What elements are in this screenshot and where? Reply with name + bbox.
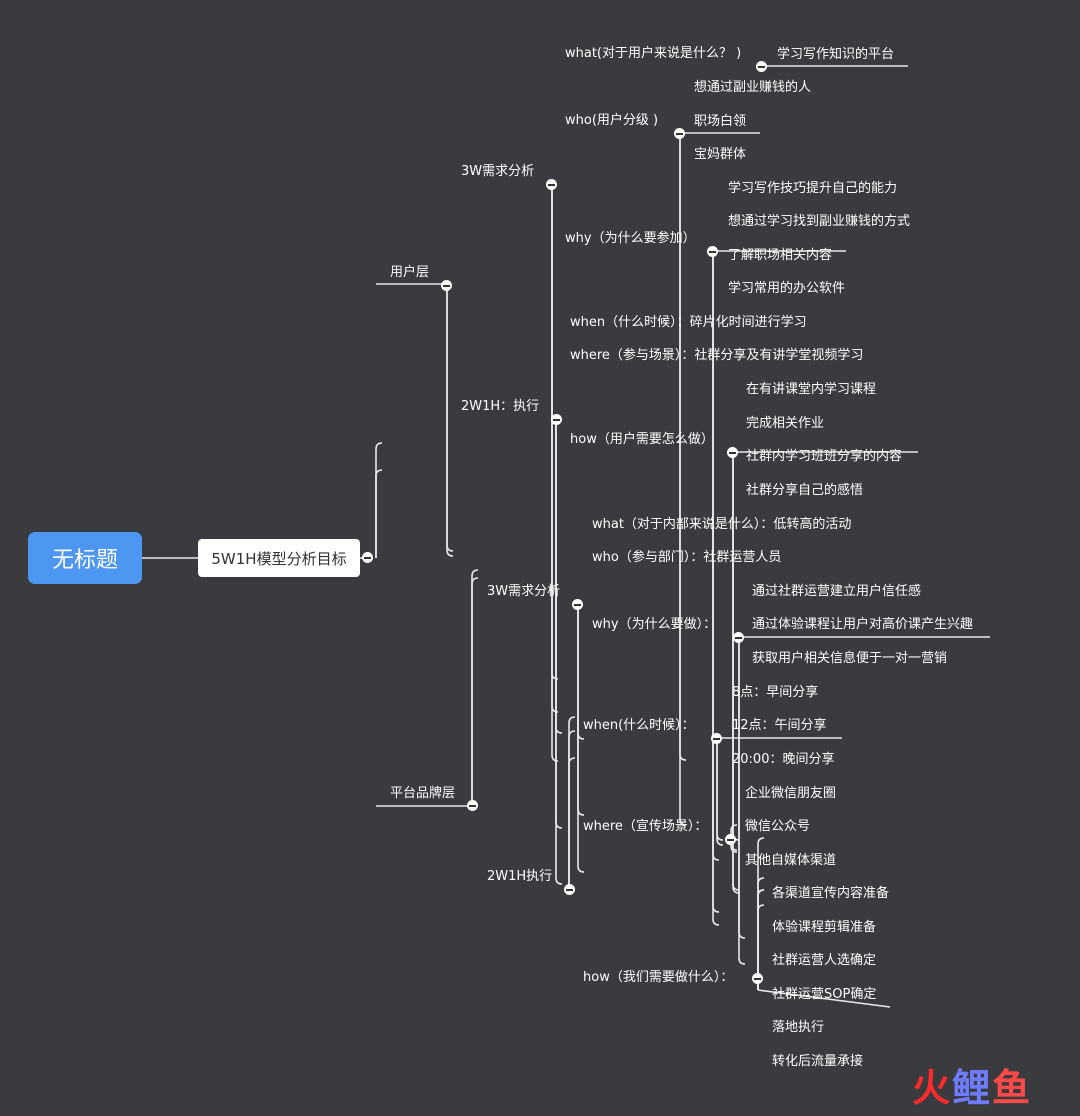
topic-platform-when[interactable]: when(什么时候）： bbox=[583, 718, 695, 733]
connector-line bbox=[732, 452, 740, 841]
topic-platform-why[interactable]: why（为什么要做）： bbox=[592, 617, 717, 632]
collapse-user-what-icon[interactable] bbox=[756, 61, 767, 72]
leaf-platform-why-3[interactable]: 获取用户相关信息便于一对一营销 bbox=[752, 651, 948, 666]
connector-line bbox=[738, 637, 746, 965]
leaf-platform-how-4[interactable]: 社群运营SOP确定 bbox=[772, 987, 877, 1002]
collapse-platform-how-icon[interactable] bbox=[752, 973, 763, 984]
connector-line bbox=[568, 716, 576, 889]
leaf-platform-how-1[interactable]: 各渠道宣传内容准备 bbox=[772, 886, 890, 901]
leaf-platform-how-3[interactable]: 社群运营人选确定 bbox=[772, 953, 877, 968]
collapse-user-how-icon[interactable] bbox=[727, 447, 738, 458]
connector-line bbox=[568, 730, 576, 889]
connector-line bbox=[375, 442, 383, 558]
leaf-platform-how-5[interactable]: 落地执行 bbox=[772, 1020, 825, 1035]
topic-platform-3w[interactable]: 3W需求分析 bbox=[487, 584, 561, 599]
leaf-user-how-3[interactable]: 社群内学习班班分享的内容 bbox=[746, 449, 903, 464]
leaf-platform-when-3[interactable]: 20:00：晚间分享 bbox=[732, 752, 835, 767]
leaf-user-why-3[interactable]: 了解职场相关内容 bbox=[728, 248, 833, 263]
connector-line bbox=[712, 251, 720, 926]
collapse-user-layer-icon[interactable] bbox=[441, 280, 452, 291]
leaf-platform-how-6[interactable]: 转化后流量承接 bbox=[772, 1054, 864, 1069]
root-topic[interactable]: 无标题 bbox=[28, 532, 142, 584]
leaf-user-why-4[interactable]: 学习常用的办公软件 bbox=[728, 281, 846, 296]
watermark-char-1: 火 bbox=[912, 1066, 953, 1110]
watermark-char-2: 鲤 bbox=[952, 1066, 993, 1110]
connector-line bbox=[555, 418, 563, 885]
connector-line bbox=[730, 824, 738, 839]
leaf-platform-why-1[interactable]: 通过社群运营建立用户信任感 bbox=[752, 584, 922, 599]
connector-line bbox=[716, 738, 724, 846]
leaf-user-why-2[interactable]: 想通过学习找到副业赚钱的方式 bbox=[728, 214, 911, 229]
topic-user-why[interactable]: why（为什么要参加） bbox=[565, 231, 696, 246]
topic-platform-what[interactable]: what（对于内部来说是什么）：低转高的活动 bbox=[592, 517, 852, 532]
connector-line bbox=[577, 604, 585, 873]
topic-platform-where[interactable]: where（宣传场景）： bbox=[583, 819, 708, 834]
leaf-user-who-3[interactable]: 宝妈群体 bbox=[694, 147, 747, 162]
collapse-platform-layer-icon[interactable] bbox=[467, 800, 478, 811]
leaf-platform-why-2[interactable]: 通过体验课程让用户对高价课产生兴趣 bbox=[752, 617, 974, 632]
connector-line bbox=[679, 133, 687, 826]
watermark-char-3: 鱼 bbox=[992, 1066, 1033, 1110]
connector-line bbox=[471, 577, 479, 806]
connector-line bbox=[577, 604, 585, 816]
leaf-user-why-1[interactable]: 学习写作技巧提升自己的能力 bbox=[728, 181, 898, 196]
topic-platform-layer[interactable]: 平台品牌层 bbox=[390, 786, 456, 801]
leaf-platform-where-2[interactable]: 微信公众号 bbox=[745, 819, 811, 834]
collapse-user-2w1h-icon[interactable] bbox=[551, 414, 562, 425]
topic-user-what[interactable]: what(对于用户来说是什么？ ) bbox=[565, 46, 742, 61]
leaf-user-what-1[interactable]: 学习写作知识的平台 bbox=[777, 47, 895, 62]
leaf-user-how-2[interactable]: 完成相关作业 bbox=[746, 416, 825, 431]
collapse-user-why-icon[interactable] bbox=[707, 246, 718, 257]
connector-line bbox=[716, 738, 724, 841]
connector-line bbox=[555, 418, 563, 734]
collapse-platform-why-icon[interactable] bbox=[733, 632, 744, 643]
connector-line bbox=[712, 251, 720, 861]
topic-user-when[interactable]: when（什么时候）：碎片化时间进行学习 bbox=[570, 315, 807, 330]
collapse-platform-when-icon[interactable] bbox=[711, 733, 722, 744]
collapse-platform-where-icon[interactable] bbox=[725, 834, 736, 845]
collapse-main-icon[interactable] bbox=[362, 552, 373, 563]
topic-platform-who[interactable]: who（参与部门）：社群运营人员 bbox=[592, 550, 782, 565]
leaf-platform-where-3[interactable]: 其他自媒体渠道 bbox=[745, 853, 837, 868]
collapse-platform-3w-icon[interactable] bbox=[572, 599, 583, 610]
topic-platform-2w1h[interactable]: 2W1H执行 bbox=[487, 869, 553, 884]
topic-user-layer[interactable]: 用户层 bbox=[390, 265, 430, 280]
topic-user-who[interactable]: who(用户分级 ) bbox=[565, 113, 659, 128]
leaf-user-how-4[interactable]: 社群分享自己的感悟 bbox=[746, 483, 864, 498]
connector-line bbox=[446, 284, 454, 552]
collapse-user-who-icon[interactable] bbox=[674, 128, 685, 139]
topic-platform-how[interactable]: how（我们需要做什么）： bbox=[583, 970, 734, 985]
leaf-platform-when-2[interactable]: 12点：午间分享 bbox=[732, 718, 827, 733]
connector-line bbox=[577, 604, 585, 740]
topic-user-where[interactable]: where（参与场景）：社群分享及有讲学堂视频学习 bbox=[570, 348, 864, 363]
connector-line bbox=[446, 284, 454, 557]
topic-user-2w1h[interactable]: 2W1H：执行 bbox=[461, 399, 540, 414]
connector-line bbox=[555, 418, 563, 829]
leaf-platform-how-2[interactable]: 体验课程剪辑准备 bbox=[772, 920, 877, 935]
connector-line bbox=[732, 452, 740, 894]
topic-user-how[interactable]: how（用户需要怎么做） bbox=[570, 432, 714, 447]
leaf-user-who-2[interactable]: 职场白领 bbox=[694, 114, 747, 129]
leaf-user-who-1[interactable]: 想通过副业赚钱的人 bbox=[694, 80, 812, 95]
connector-line bbox=[375, 469, 383, 558]
topic-user-3w[interactable]: 3W需求分析 bbox=[461, 164, 535, 179]
connector-line bbox=[679, 133, 687, 761]
main-topic[interactable]: 5W1H模型分析目标 bbox=[198, 539, 360, 577]
connector-line bbox=[551, 184, 559, 762]
connector-line bbox=[568, 757, 576, 889]
collapse-user-3w-icon[interactable] bbox=[546, 179, 557, 190]
connector-line bbox=[551, 184, 559, 713]
leaf-user-how-1[interactable]: 在有讲课堂内学习课程 bbox=[746, 382, 877, 397]
p-how-4-skip bbox=[757, 989, 891, 1008]
connector-line bbox=[551, 184, 559, 680]
connector-line bbox=[757, 837, 765, 990]
leaf-platform-when-1[interactable]: 8点：早间分享 bbox=[732, 685, 819, 700]
leaf-platform-where-1[interactable]: 企业微信朋友圈 bbox=[745, 786, 837, 801]
collapse-platform-2w1h-icon[interactable] bbox=[564, 884, 575, 895]
connector-line bbox=[471, 569, 479, 806]
connector-line bbox=[730, 839, 738, 853]
watermark-logo: 火鲤鱼 bbox=[912, 1066, 1032, 1110]
connector-line bbox=[757, 877, 765, 990]
